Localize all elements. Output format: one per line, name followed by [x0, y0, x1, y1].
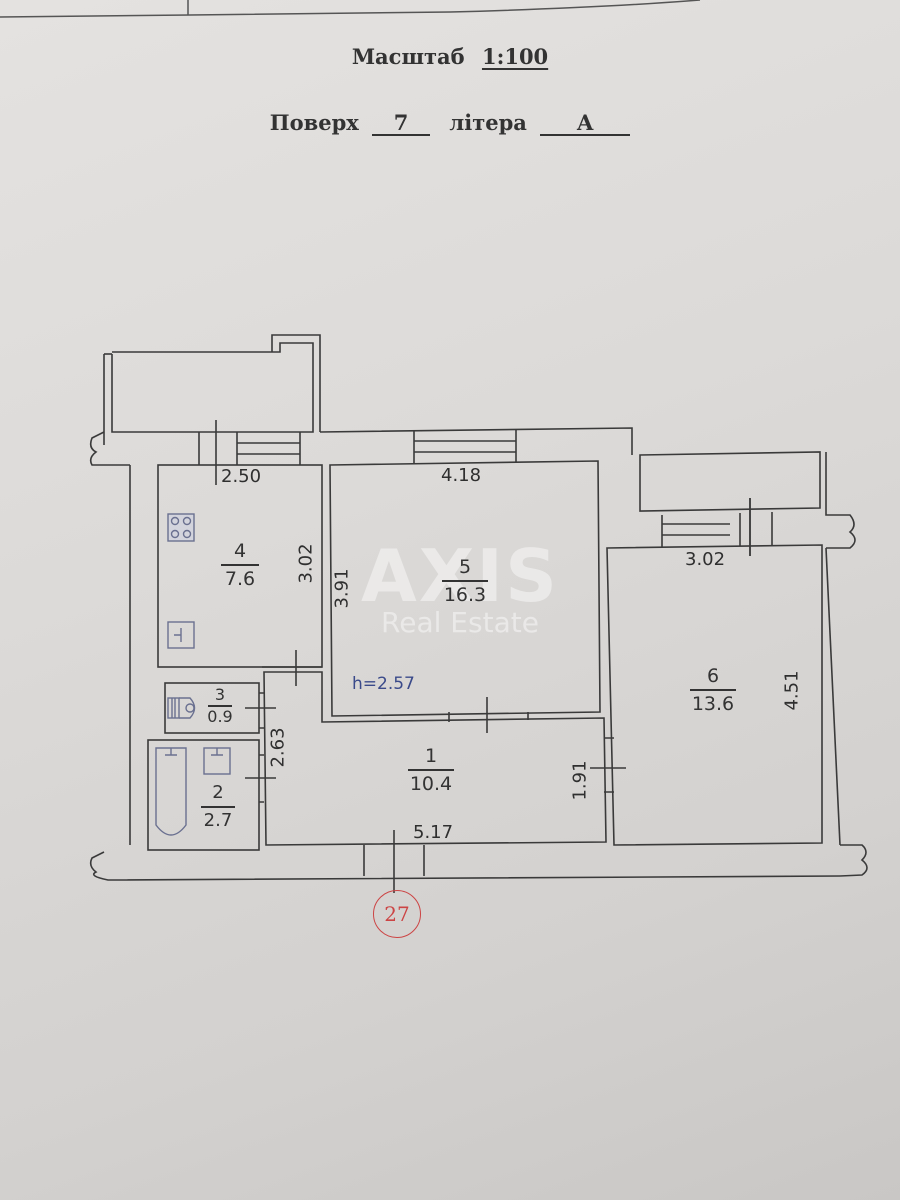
room-number: 5 — [458, 556, 472, 578]
room-number: 3 — [214, 685, 226, 704]
letter-value: А — [540, 112, 631, 136]
room-area: 7.6 — [224, 567, 256, 590]
dim-room6-width: 3.02 — [685, 549, 726, 570]
scale-value: 1:100 — [481, 44, 549, 69]
room-number: 2 — [212, 782, 224, 803]
room-number: 6 — [706, 665, 720, 687]
dim-kitchen-width: 2.50 — [221, 466, 262, 487]
room-area: 2.7 — [203, 809, 233, 831]
scale-label: Масштаб — [351, 44, 465, 69]
dim-hall-width: 5.17 — [413, 822, 454, 843]
dim-room5-width: 4.18 — [441, 465, 482, 486]
fixtures — [155, 513, 231, 836]
balcony-left — [103, 334, 321, 445]
dim-kitchen-length: 3.02 — [295, 543, 317, 584]
dim-room6-length: 4.51 — [781, 670, 803, 711]
room-4-kitchen: 4 7.6 — [218, 540, 262, 590]
room-area: 16.3 — [443, 583, 487, 606]
letter-label: літера — [449, 110, 527, 135]
room-area: 10.4 — [409, 772, 453, 795]
room-area: 13.6 — [691, 692, 735, 715]
room-6-bedroom: 6 13.6 — [688, 665, 738, 715]
room-number: 1 — [424, 745, 438, 767]
room-2-bathroom: 2 2.7 — [198, 782, 238, 832]
dim-room5-length: 3.91 — [331, 568, 353, 609]
room-1-hallway: 1 10.4 — [406, 745, 456, 795]
floor-label: Поверх — [269, 110, 359, 135]
room-area: 0.9 — [207, 706, 233, 726]
ceiling-height: h=2.57 — [352, 674, 415, 694]
floor-value: 7 — [372, 112, 431, 136]
form-border-top — [0, 0, 701, 18]
axis-marker: 27 — [373, 890, 421, 938]
floor-line: Поверх 7 літера А — [0, 110, 900, 136]
dim-hall-depth: 1.91 — [569, 760, 591, 801]
room-5-living: 5 16.3 — [440, 556, 490, 606]
scale-line: Масштаб 1:100 — [0, 44, 900, 69]
room-3-toilet: 3 0.9 — [200, 686, 240, 726]
dim-corridor-length: 2.63 — [267, 727, 289, 768]
room-number: 4 — [233, 540, 247, 562]
